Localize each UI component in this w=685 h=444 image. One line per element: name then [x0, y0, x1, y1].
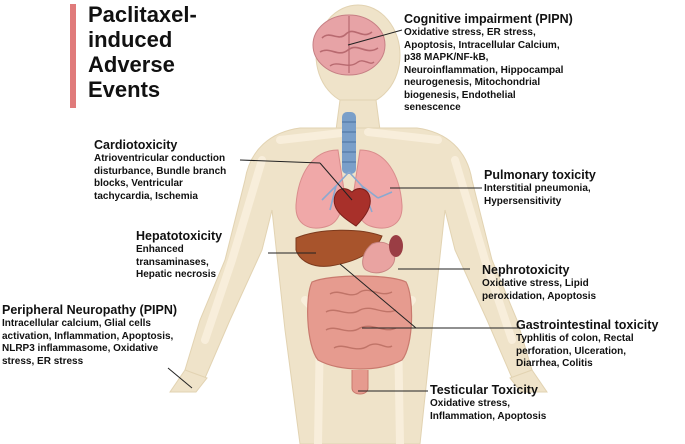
effect-details: Enhanced transaminases, Hepatic necrosis — [136, 244, 222, 282]
label-hepato: Hepatotoxicity Enhanced transaminases, H… — [136, 229, 222, 282]
title-line: induced — [88, 27, 228, 52]
effect-detail-line: blocks, Ventricular — [94, 178, 226, 191]
effect-details: Atrioventricular conduction disturbance,… — [94, 153, 226, 203]
kidney-illustration — [389, 235, 403, 257]
effect-details: Interstitial pneumonia, Hypersensitivity — [484, 183, 596, 208]
effect-detail-line: Inflammation, Apoptosis — [430, 411, 546, 424]
effect-detail-line: Atrioventricular conduction — [94, 153, 226, 166]
label-cognitive: Cognitive impairment (PIPN) Oxidative st… — [404, 12, 573, 115]
effect-details: Oxidative stress, Inflammation, Apoptosi… — [430, 398, 546, 423]
effect-detail-line: disturbance, Bundle branch — [94, 166, 226, 179]
effect-heading: Peripheral Neuropathy (PIPN) — [2, 303, 177, 318]
label-nephro: Nephrotoxicity Oxidative stress, Lipid p… — [482, 263, 596, 303]
effect-detail-line: Diarrhea, Colitis — [516, 358, 658, 371]
effect-detail-line: Neuroinflammation, Hippocampal — [404, 65, 573, 78]
label-gi: Gastrointestinal toxicity Typhlitis of c… — [516, 318, 658, 371]
effect-heading: Gastrointestinal toxicity — [516, 318, 658, 333]
effect-detail-line: Interstitial pneumonia, — [484, 183, 596, 196]
effect-heading: Pulmonary toxicity — [484, 168, 596, 183]
main-title: Paclitaxel- induced Adverse Events — [88, 2, 228, 102]
effect-detail-line: transaminases, — [136, 257, 222, 270]
effect-detail-line: Apoptosis, Intracellular Calcium, — [404, 40, 573, 53]
effect-heading: Cognitive impairment (PIPN) — [404, 12, 573, 27]
trachea-illustration — [342, 112, 356, 174]
effect-detail-line: Typhlitis of colon, Rectal — [516, 333, 658, 346]
title-accent-bar — [70, 4, 76, 108]
effect-detail-line: Intracellular calcium, Glial cells — [2, 318, 177, 331]
effect-detail-line: senescence — [404, 102, 573, 115]
effect-details: Oxidative stress, Lipid peroxidation, Ap… — [482, 278, 596, 303]
effect-detail-line: activation, Inflammation, Apoptosis, — [2, 331, 177, 344]
effect-detail-line: NLRP3 inflammasome, Oxidative — [2, 343, 177, 356]
effect-heading: Testicular Toxicity — [430, 383, 546, 398]
effect-detail-line: neurogenesis, Mitochondrial — [404, 77, 573, 90]
effect-detail-line: peroxidation, Apoptosis — [482, 291, 596, 304]
effect-detail-line: biogenesis, Endothelial — [404, 90, 573, 103]
label-cardio: Cardiotoxicity Atrioventricular conducti… — [94, 138, 226, 203]
effect-detail-line: perforation, Ulceration, — [516, 346, 658, 359]
effect-details: Intracellular calcium, Glial cells activ… — [2, 318, 177, 368]
effect-detail-line: Oxidative stress, — [430, 398, 546, 411]
effect-detail-line: Oxidative stress, ER stress, — [404, 27, 573, 40]
effect-heading: Nephrotoxicity — [482, 263, 596, 278]
effect-detail-line: stress, ER stress — [2, 356, 177, 369]
effect-detail-line: p38 MAPK/NF-kB, — [404, 52, 573, 65]
effect-detail-line: tachycardia, Ischemia — [94, 191, 226, 204]
effect-detail-line: Enhanced — [136, 244, 222, 257]
title-line: Adverse — [88, 52, 228, 77]
title-line: Events — [88, 77, 228, 102]
title-line: Paclitaxel- — [88, 2, 228, 27]
label-testicular: Testicular Toxicity Oxidative stress, In… — [430, 383, 546, 423]
effect-details: Oxidative stress, ER stress, Apoptosis, … — [404, 27, 573, 115]
effect-detail-line: Hepatic necrosis — [136, 269, 222, 282]
effect-details: Typhlitis of colon, Rectal perforation, … — [516, 333, 658, 371]
label-peripheral: Peripheral Neuropathy (PIPN) Intracellul… — [2, 303, 177, 368]
effect-heading: Hepatotoxicity — [136, 229, 222, 244]
effect-heading: Cardiotoxicity — [94, 138, 226, 153]
effect-detail-line: Hypersensitivity — [484, 196, 596, 209]
label-pulmonary: Pulmonary toxicity Interstitial pneumoni… — [484, 168, 596, 208]
effect-detail-line: Oxidative stress, Lipid — [482, 278, 596, 291]
